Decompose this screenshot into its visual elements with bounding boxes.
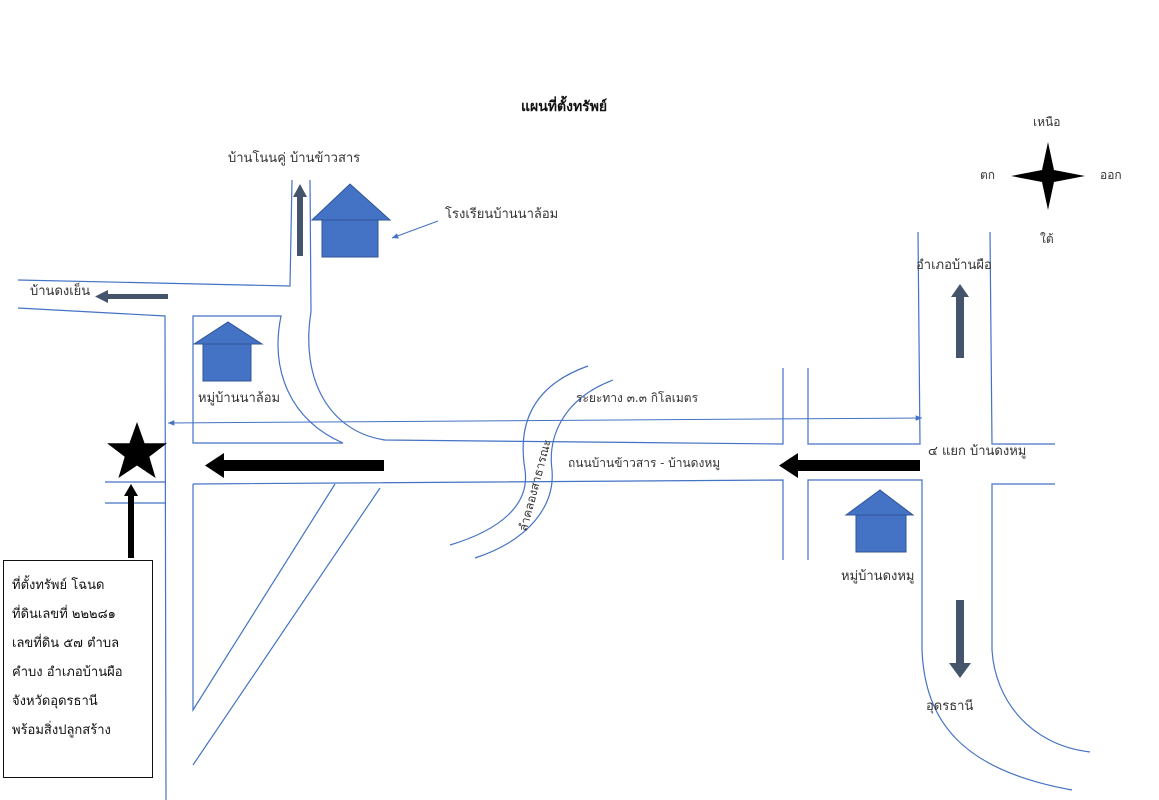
compass-south-label: ใต้ <box>1040 232 1054 246</box>
compass-icon <box>1011 142 1085 210</box>
road-edge <box>308 311 784 445</box>
label-village-dong-mu: หมู่บ้านดงหมู <box>841 569 915 584</box>
property-info-box: ที่ตั้งทรัพย์ โฉนด ที่ดินเลขที่ ๒๒๒๘๑ เล… <box>3 560 153 778</box>
road-edge <box>17 179 293 287</box>
road-arrow-east-segment <box>779 453 920 478</box>
label-school: โรงเรียนบ้านนาล้อม <box>445 207 559 222</box>
label-intersection: ๔ แยก บ้านดงหมู <box>928 444 1027 459</box>
compass-west-label: ตก <box>980 168 996 182</box>
info-line: คำบง อำเภอบ้านผือ <box>12 665 123 680</box>
school-pointer-arrow <box>391 220 439 239</box>
property-star-icon <box>107 422 167 478</box>
road-edge <box>807 479 1073 791</box>
village-na-lom-house-icon <box>192 321 264 382</box>
arrow-to-udon-thani <box>949 600 971 678</box>
info-line: จังหวัดอุดรธานี <box>12 694 98 709</box>
info-line: ที่ดินเลขที่ ๒๒๒๘๑ <box>12 607 116 622</box>
label-ban-dong-yen: บ้านดงเย็น <box>30 284 91 299</box>
road-edge <box>192 315 344 444</box>
label-road: ถนนบ้านข้าวสาร - บ้านดงหมู <box>568 456 721 470</box>
label-distance: ระยะทาง ๓.๓ กิโลเมตร <box>576 391 699 405</box>
label-ban-non-khu: บ้านโนนคู่ บ้านข้าวสาร <box>228 151 361 166</box>
road-edge <box>807 231 921 445</box>
info-line: พร้อมสิ่งปลูกสร้าง <box>12 723 111 738</box>
road-edge <box>192 483 336 713</box>
road-arrow-west <box>205 453 384 478</box>
road-edge <box>309 179 312 313</box>
road-edge <box>989 231 1055 445</box>
property-pointer-arrow <box>124 484 138 558</box>
compass-north-label: เหนือ <box>1033 115 1061 129</box>
road-edge <box>991 483 1091 753</box>
arrow-to-ban-non-khu <box>293 184 307 256</box>
arrow-to-ban-dong-yen <box>95 290 168 303</box>
label-udon-thani: อุดรธานี <box>926 699 974 714</box>
info-line: ที่ตั้งทรัพย์ โฉนด <box>12 578 105 593</box>
map-title: แผนที่ตั้งทรัพย์ <box>521 99 608 115</box>
arrow-to-amphoe-ban-phue <box>951 284 969 358</box>
label-amphoe-ban-phue: อำเภอบ้านผือ <box>916 258 992 273</box>
road-edge <box>192 487 381 766</box>
road-edge <box>192 479 784 560</box>
school-house-icon <box>310 183 392 258</box>
road-outlines <box>17 179 1091 800</box>
village-dong-mu-house-icon <box>844 489 915 553</box>
label-village-na-lom: หมู่บ้านนาล้อม <box>198 391 281 406</box>
info-line: เลขที่ดิน ๕๗ ตำบล <box>12 636 120 651</box>
compass-east-label: ออก <box>1100 168 1122 182</box>
canal <box>449 365 614 559</box>
road-edge <box>17 307 167 800</box>
distance-arrow <box>167 415 923 426</box>
